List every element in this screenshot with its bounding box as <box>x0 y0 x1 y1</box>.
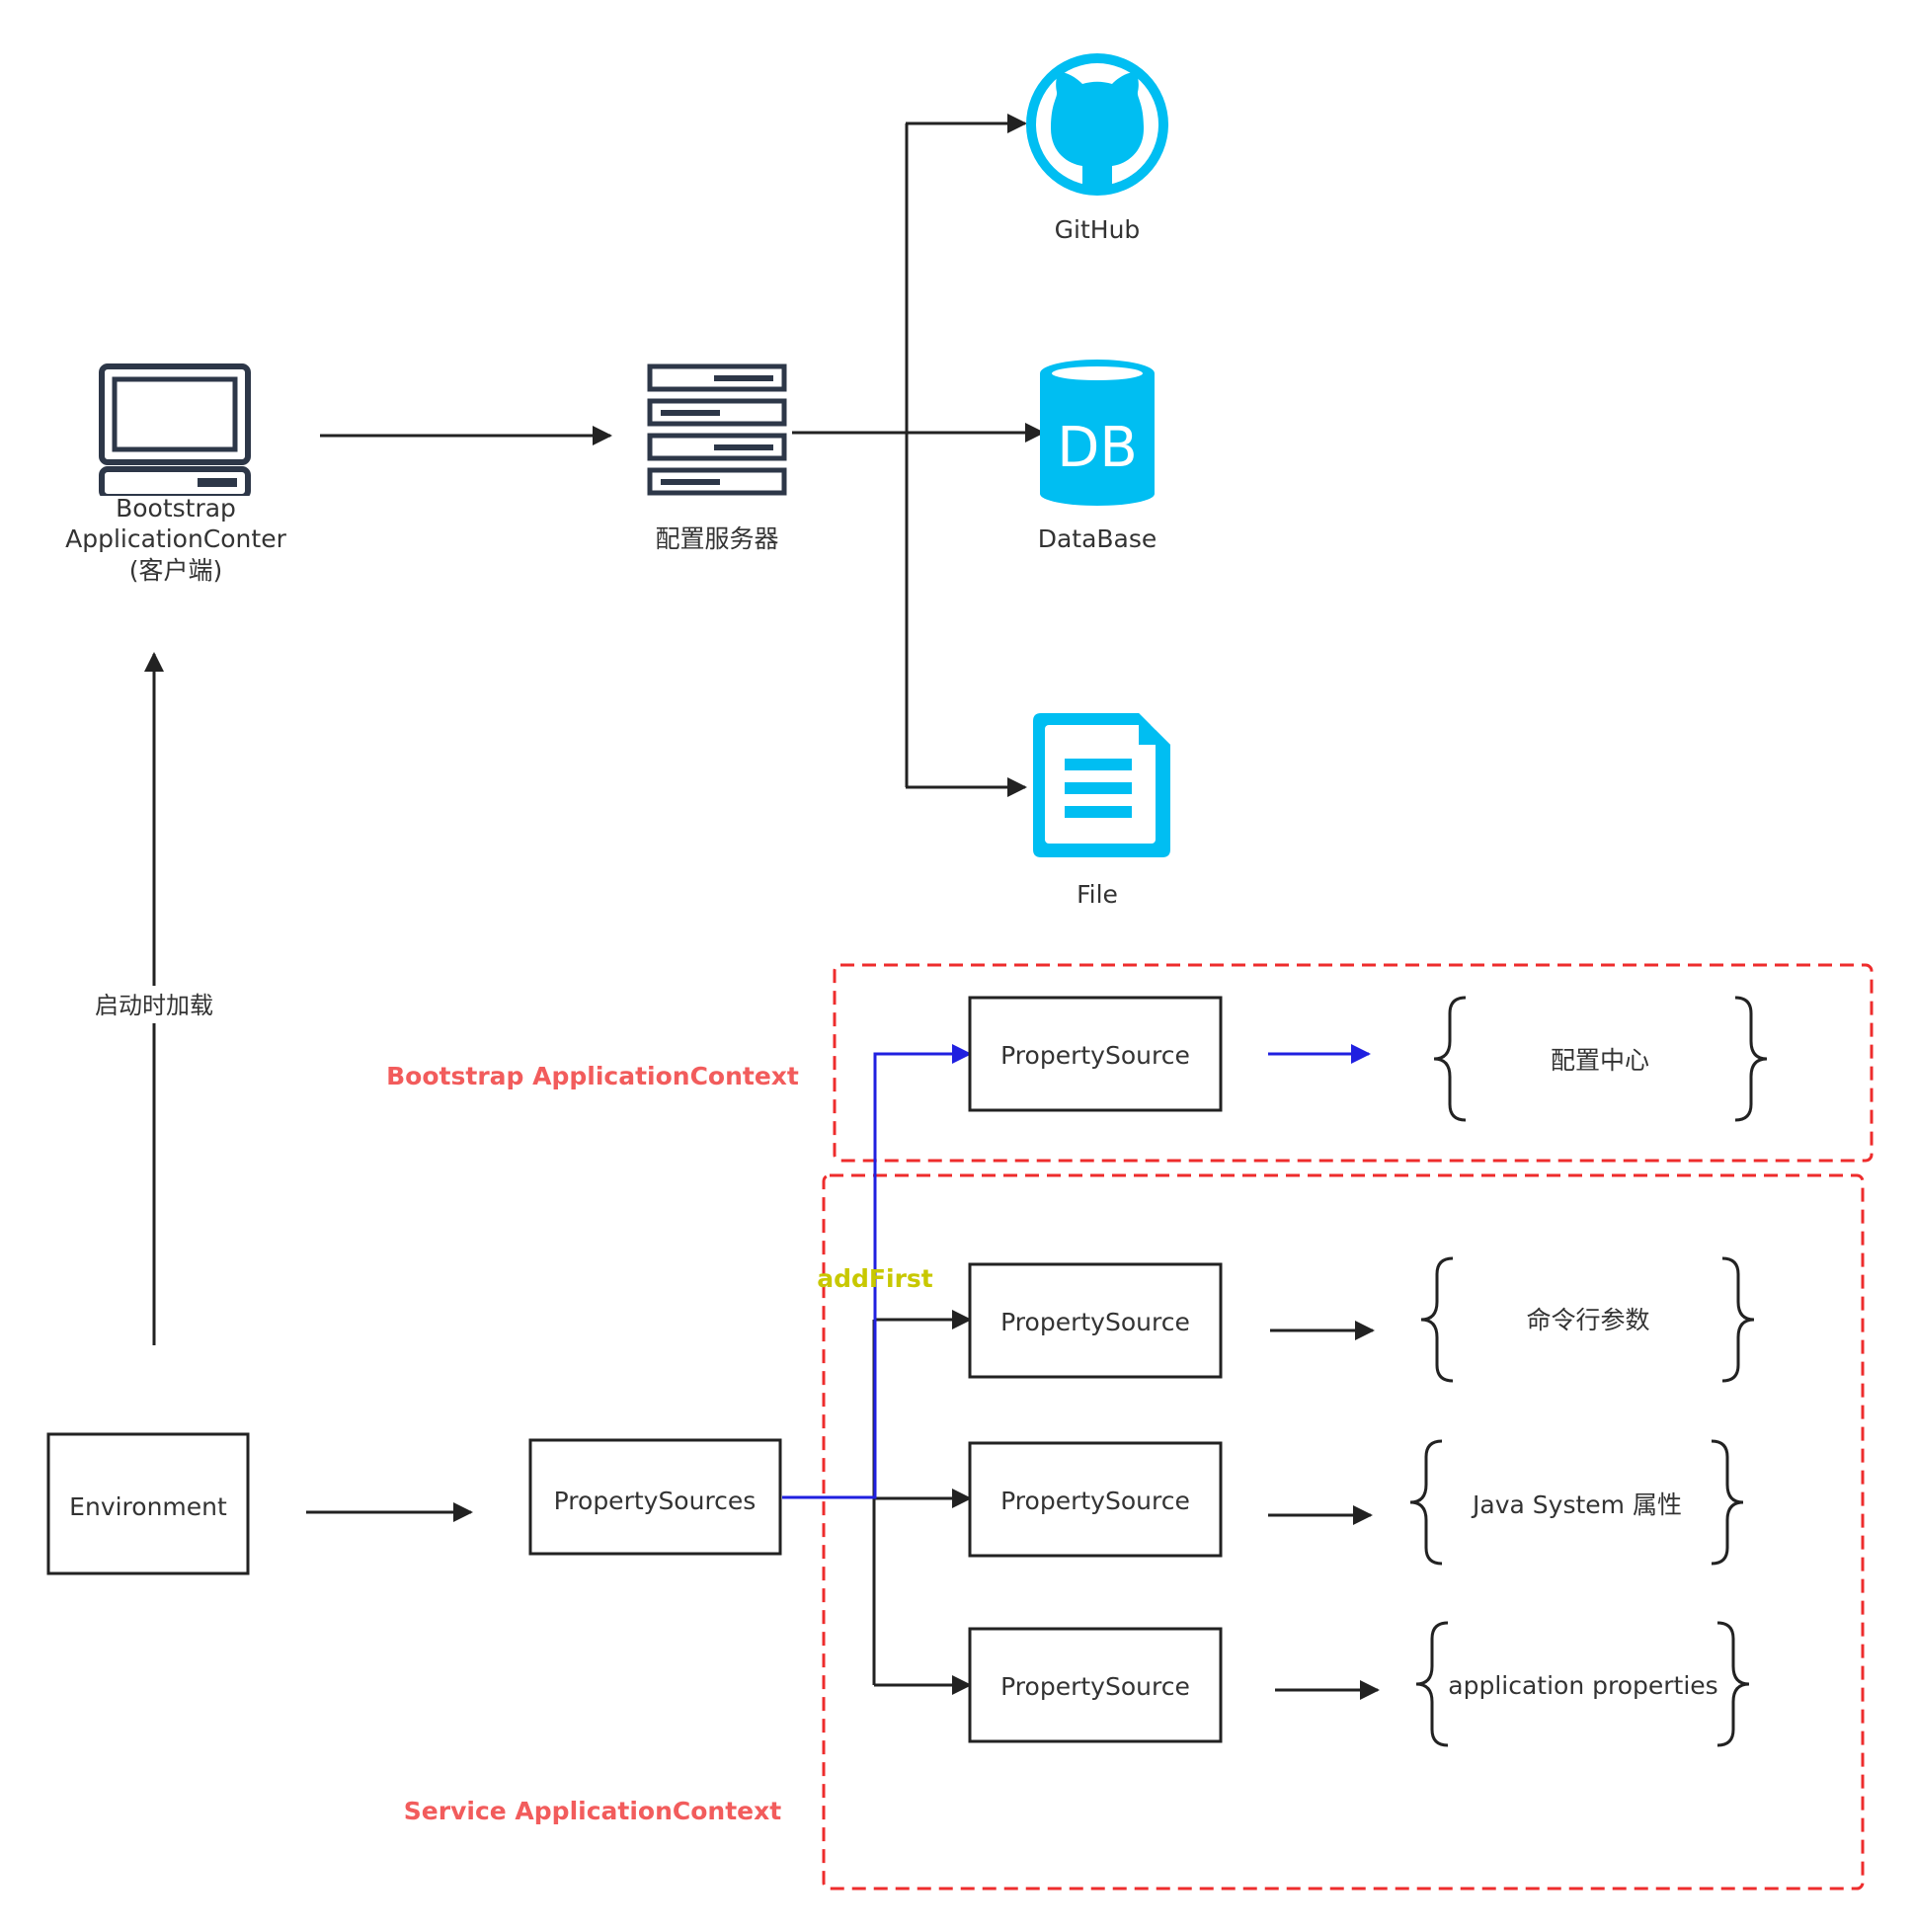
environment-box <box>46 1432 250 1575</box>
client-label-line3: (客户端) <box>129 556 223 585</box>
property-sources-label: PropertySources <box>554 1487 757 1515</box>
property-source-appprops-label: PropertySource <box>1000 1672 1190 1701</box>
property-source-bootstrap-label: PropertySource <box>1000 1041 1190 1070</box>
database-label: DataBase <box>1038 524 1157 553</box>
startup-load-label: 启动时加载 <box>95 992 213 1019</box>
client-label-line2: ApplicationConter <box>65 524 286 553</box>
property-source-appprops-box <box>968 1627 1223 1743</box>
database-badge: DB <box>1057 416 1138 480</box>
property-source-sysprops-box <box>968 1441 1223 1558</box>
application-properties-label: application properties <box>1448 1671 1717 1700</box>
environment-label: Environment <box>69 1492 227 1521</box>
github-label: GitHub <box>1055 215 1141 244</box>
cmdline-brace-right <box>1721 1256 1755 1383</box>
cmdline-args-label: 命令行参数 <box>1526 1306 1649 1334</box>
app-props-brace-left <box>1415 1621 1449 1747</box>
java-system-brace-right <box>1711 1439 1744 1566</box>
cmdline-brace-left <box>1420 1256 1454 1383</box>
property-source-cmdline-label: PropertySource <box>1000 1308 1190 1336</box>
java-system-label: Java System 属性 <box>1471 1490 1682 1519</box>
file-icon <box>1033 713 1170 857</box>
config-center-brace-left <box>1433 996 1467 1122</box>
config-server-label: 配置服务器 <box>655 524 778 553</box>
computer-icon <box>99 363 251 500</box>
property-source-sysprops-label: PropertySource <box>1000 1487 1190 1515</box>
database-icon: DB <box>1040 360 1155 506</box>
property-source-cmdline-box <box>968 1262 1223 1379</box>
property-sources-box <box>528 1438 782 1556</box>
service-context-label: Service ApplicationContext <box>404 1797 781 1825</box>
bootstrap-context-region <box>833 963 1874 1163</box>
github-icon <box>1026 53 1168 196</box>
client-label-line1: Bootstrap <box>116 494 236 523</box>
config-center-brace-right <box>1734 996 1768 1122</box>
bootstrap-context-label: Bootstrap ApplicationContext <box>386 1062 799 1090</box>
java-system-brace-left <box>1409 1439 1443 1566</box>
property-source-bootstrap-box <box>968 996 1223 1112</box>
service-context-region <box>822 1173 1865 1891</box>
config-center-label: 配置中心 <box>1551 1046 1649 1075</box>
add-first-label: addFirst <box>817 1264 933 1293</box>
file-label: File <box>1077 880 1118 909</box>
add-first-connector <box>782 1044 972 1499</box>
app-props-brace-right <box>1716 1621 1750 1747</box>
server-rack-icon <box>647 363 787 496</box>
